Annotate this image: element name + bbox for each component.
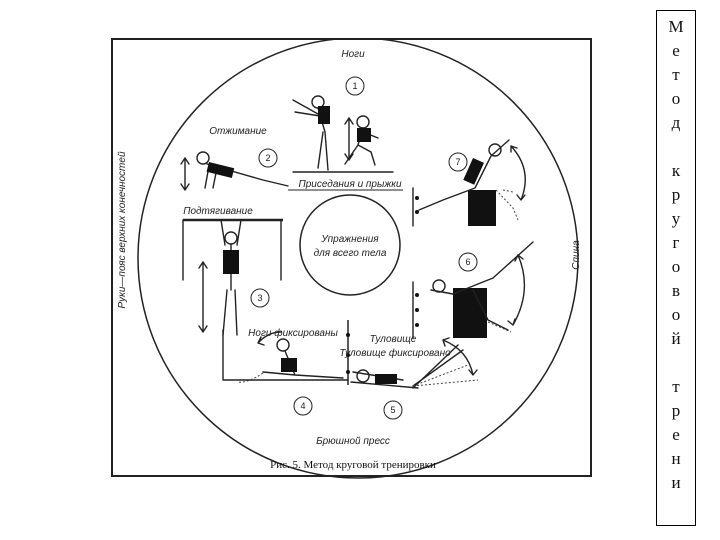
side-title-letter: о [671,257,681,276]
station-1-figure: 1 Приседания и прыжки [288,76,403,191]
side-title-letter: т [672,377,680,396]
station-5-number: 5 [390,405,395,415]
side-title-letter: у [671,209,681,228]
station-2-label: Отжимание [209,126,267,137]
station-1-number-circle [345,76,365,96]
side-title-gap [674,135,678,159]
side-title-letter: г [672,233,680,252]
station-5-number-circle [383,400,403,420]
side-title-letter: д [671,113,681,132]
center-line2: для всего тела [314,248,387,259]
right-label: Спина [571,240,582,270]
side-title-letter: т [672,65,680,84]
side-title-letter: р [671,401,681,420]
station-4-figure: Ноги фиксированы 4 [222,320,350,416]
side-title-letter: е [672,425,680,444]
station-2-number-circle [258,148,278,168]
station-3-figure: Подтягивание 3 [182,206,283,336]
side-title-letter: е [672,41,680,60]
side-title-letter: о [671,305,681,324]
station-7-number: 7 [455,157,460,167]
side-title-letter: к [671,161,681,180]
station-5-label-full: Туловище фиксировано [339,347,451,359]
side-title-letter: и [671,473,681,492]
station-3-number-circle [250,288,270,308]
center-circle [299,194,401,296]
station-3-label: Подтягивание [183,206,253,217]
station-4-label: Ноги фиксированы [248,327,338,339]
circuit-training-diagram: Упражнения для всего тела Ноги Спина Рук… [117,40,582,479]
top-label: Ноги [341,49,365,60]
side-title-letter: о [671,89,681,108]
station-3-number: 3 [257,293,262,303]
side-title-letter: М [668,17,684,36]
station-4-number: 4 [300,401,305,411]
station-5-figure: Туловище Туловище фиксировано 5 [339,334,479,420]
station-2-number: 2 [265,153,270,163]
side-title-letter: й [671,329,681,348]
left-label: Руки—пояс верхних конечностей [117,151,128,308]
station-5-label: Туловище [370,334,417,345]
side-title-gap [674,351,678,375]
station-6-number-circle [458,252,478,272]
station-6-figure: 6 [412,241,534,339]
outer-circle [137,40,579,479]
side-title-letter: р [671,185,681,204]
bottom-label: Брюшной пресс [316,436,390,447]
station-7-figure: 7 [412,139,526,227]
figure-caption: Рис. 5. Метод круговой тренировки [270,459,436,471]
side-title-letter: н [671,449,681,468]
station-6-number: 6 [465,257,470,267]
station-2-figure: Отжимание 2 [180,126,289,191]
figure-frame: Упражнения для всего тела Ноги Спина Рук… [111,38,592,479]
center-line1: Упражнения [320,234,379,245]
station-7-number-circle [448,152,468,172]
station-4-number-circle [293,396,313,416]
station-1-number: 1 [352,81,357,91]
station-1-label: Приседания и прыжки [298,179,401,190]
side-title-letter: в [671,281,681,300]
